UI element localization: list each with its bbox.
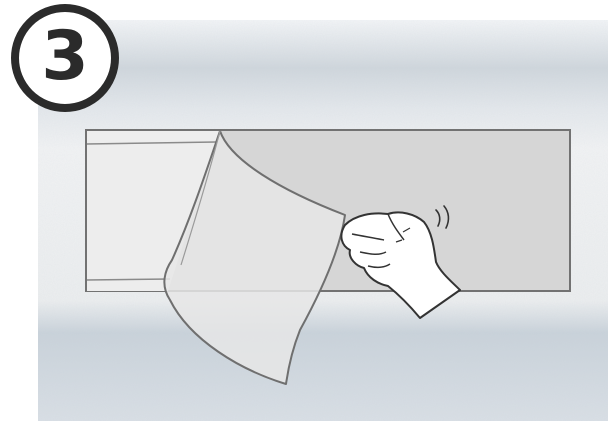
exposed-area <box>86 131 220 291</box>
motion-lines-icon <box>435 205 450 229</box>
step-badge-circle <box>11 4 119 112</box>
hand-pinching-icon <box>340 211 461 319</box>
edge-line-bottom <box>85 278 171 281</box>
edge-line-top <box>85 141 217 145</box>
film-fold-line <box>180 130 221 266</box>
step-number: 3 <box>41 17 89 96</box>
peeled-film <box>163 130 346 385</box>
